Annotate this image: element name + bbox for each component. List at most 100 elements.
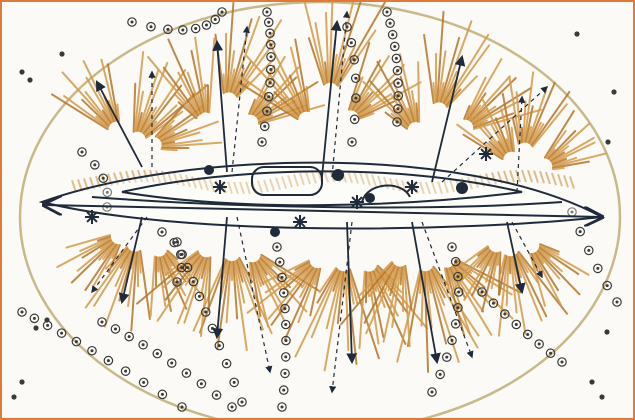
dot xyxy=(576,227,584,235)
dot xyxy=(182,369,190,377)
dot xyxy=(613,298,621,306)
scatter-dot xyxy=(19,69,24,74)
band-stroke xyxy=(528,170,532,182)
dot xyxy=(125,332,133,340)
dot xyxy=(139,378,147,386)
scatter-dot xyxy=(611,89,616,94)
dot xyxy=(208,324,216,332)
dot xyxy=(443,353,451,361)
dot xyxy=(88,347,96,355)
dot xyxy=(391,42,399,50)
dot xyxy=(594,264,602,272)
dot xyxy=(265,18,273,26)
dot xyxy=(78,148,86,156)
scatter-dot xyxy=(604,329,609,334)
band-stroke xyxy=(522,170,526,182)
dot xyxy=(428,388,436,396)
dot xyxy=(258,138,266,146)
dot xyxy=(128,18,136,26)
scatter-dot xyxy=(59,51,64,56)
dot xyxy=(228,403,236,411)
brush-cluster xyxy=(363,54,419,129)
dot xyxy=(111,325,119,333)
radiating-arrow xyxy=(322,22,337,177)
dot xyxy=(278,403,286,411)
brush-cluster xyxy=(509,72,569,146)
dot xyxy=(524,330,532,338)
dot xyxy=(197,380,205,388)
scatter-dot xyxy=(33,325,38,330)
dot xyxy=(212,391,220,399)
band-stroke xyxy=(540,171,544,183)
dot xyxy=(139,341,147,349)
dot xyxy=(347,38,355,46)
dot xyxy=(282,353,290,361)
dot xyxy=(436,370,444,378)
dot xyxy=(512,320,520,328)
dot xyxy=(392,54,400,62)
scatter-dot xyxy=(574,31,579,36)
brush-cluster xyxy=(530,244,588,305)
dot xyxy=(276,258,284,266)
dot xyxy=(280,386,288,394)
dot xyxy=(153,349,161,357)
dot xyxy=(104,356,112,364)
dot xyxy=(30,314,38,322)
dot xyxy=(202,21,210,29)
brush-cluster xyxy=(52,60,119,129)
dot xyxy=(91,161,99,169)
dot xyxy=(386,19,394,27)
dot xyxy=(263,8,271,16)
dot xyxy=(273,243,281,251)
dot xyxy=(383,8,391,16)
dot xyxy=(147,22,155,30)
scatter-dot xyxy=(19,379,24,384)
band-stroke xyxy=(552,173,556,185)
dot xyxy=(230,378,238,386)
dot xyxy=(350,115,358,123)
dot xyxy=(57,329,65,337)
dot xyxy=(261,122,269,130)
dot xyxy=(266,79,274,87)
scatter-dot xyxy=(11,394,16,399)
dot xyxy=(388,31,396,39)
dot xyxy=(158,390,166,398)
dot xyxy=(168,359,176,367)
dot xyxy=(158,228,166,236)
scatter-dot xyxy=(27,77,32,82)
dot xyxy=(238,398,246,406)
brush-cluster xyxy=(397,267,478,372)
dot xyxy=(121,367,129,375)
scatter-dot xyxy=(599,394,604,399)
dot xyxy=(448,243,456,251)
band-stroke xyxy=(570,177,574,189)
band-stroke xyxy=(534,171,538,183)
asterisk-mark xyxy=(479,147,493,161)
dot xyxy=(535,340,543,348)
dot xyxy=(281,369,289,377)
dot xyxy=(394,79,402,87)
dot xyxy=(98,318,106,326)
asterisk-mark xyxy=(213,180,227,194)
dot xyxy=(72,337,80,345)
asterisk-mark xyxy=(350,195,364,209)
dot xyxy=(558,358,566,366)
dot xyxy=(267,53,275,61)
dot xyxy=(191,24,199,32)
asterisk-mark xyxy=(293,215,307,229)
scatter-dot xyxy=(44,317,49,322)
radiating-arrow xyxy=(232,27,247,172)
band-stroke xyxy=(510,170,514,182)
band-stroke xyxy=(558,174,562,186)
scatter-dot xyxy=(589,379,594,384)
dot xyxy=(393,66,401,74)
dot xyxy=(18,308,26,316)
dot xyxy=(215,341,223,349)
dot xyxy=(348,138,356,146)
band-stroke xyxy=(564,175,568,187)
band-stroke xyxy=(546,172,550,184)
dot xyxy=(585,246,593,254)
asterisk-mark xyxy=(85,210,99,224)
